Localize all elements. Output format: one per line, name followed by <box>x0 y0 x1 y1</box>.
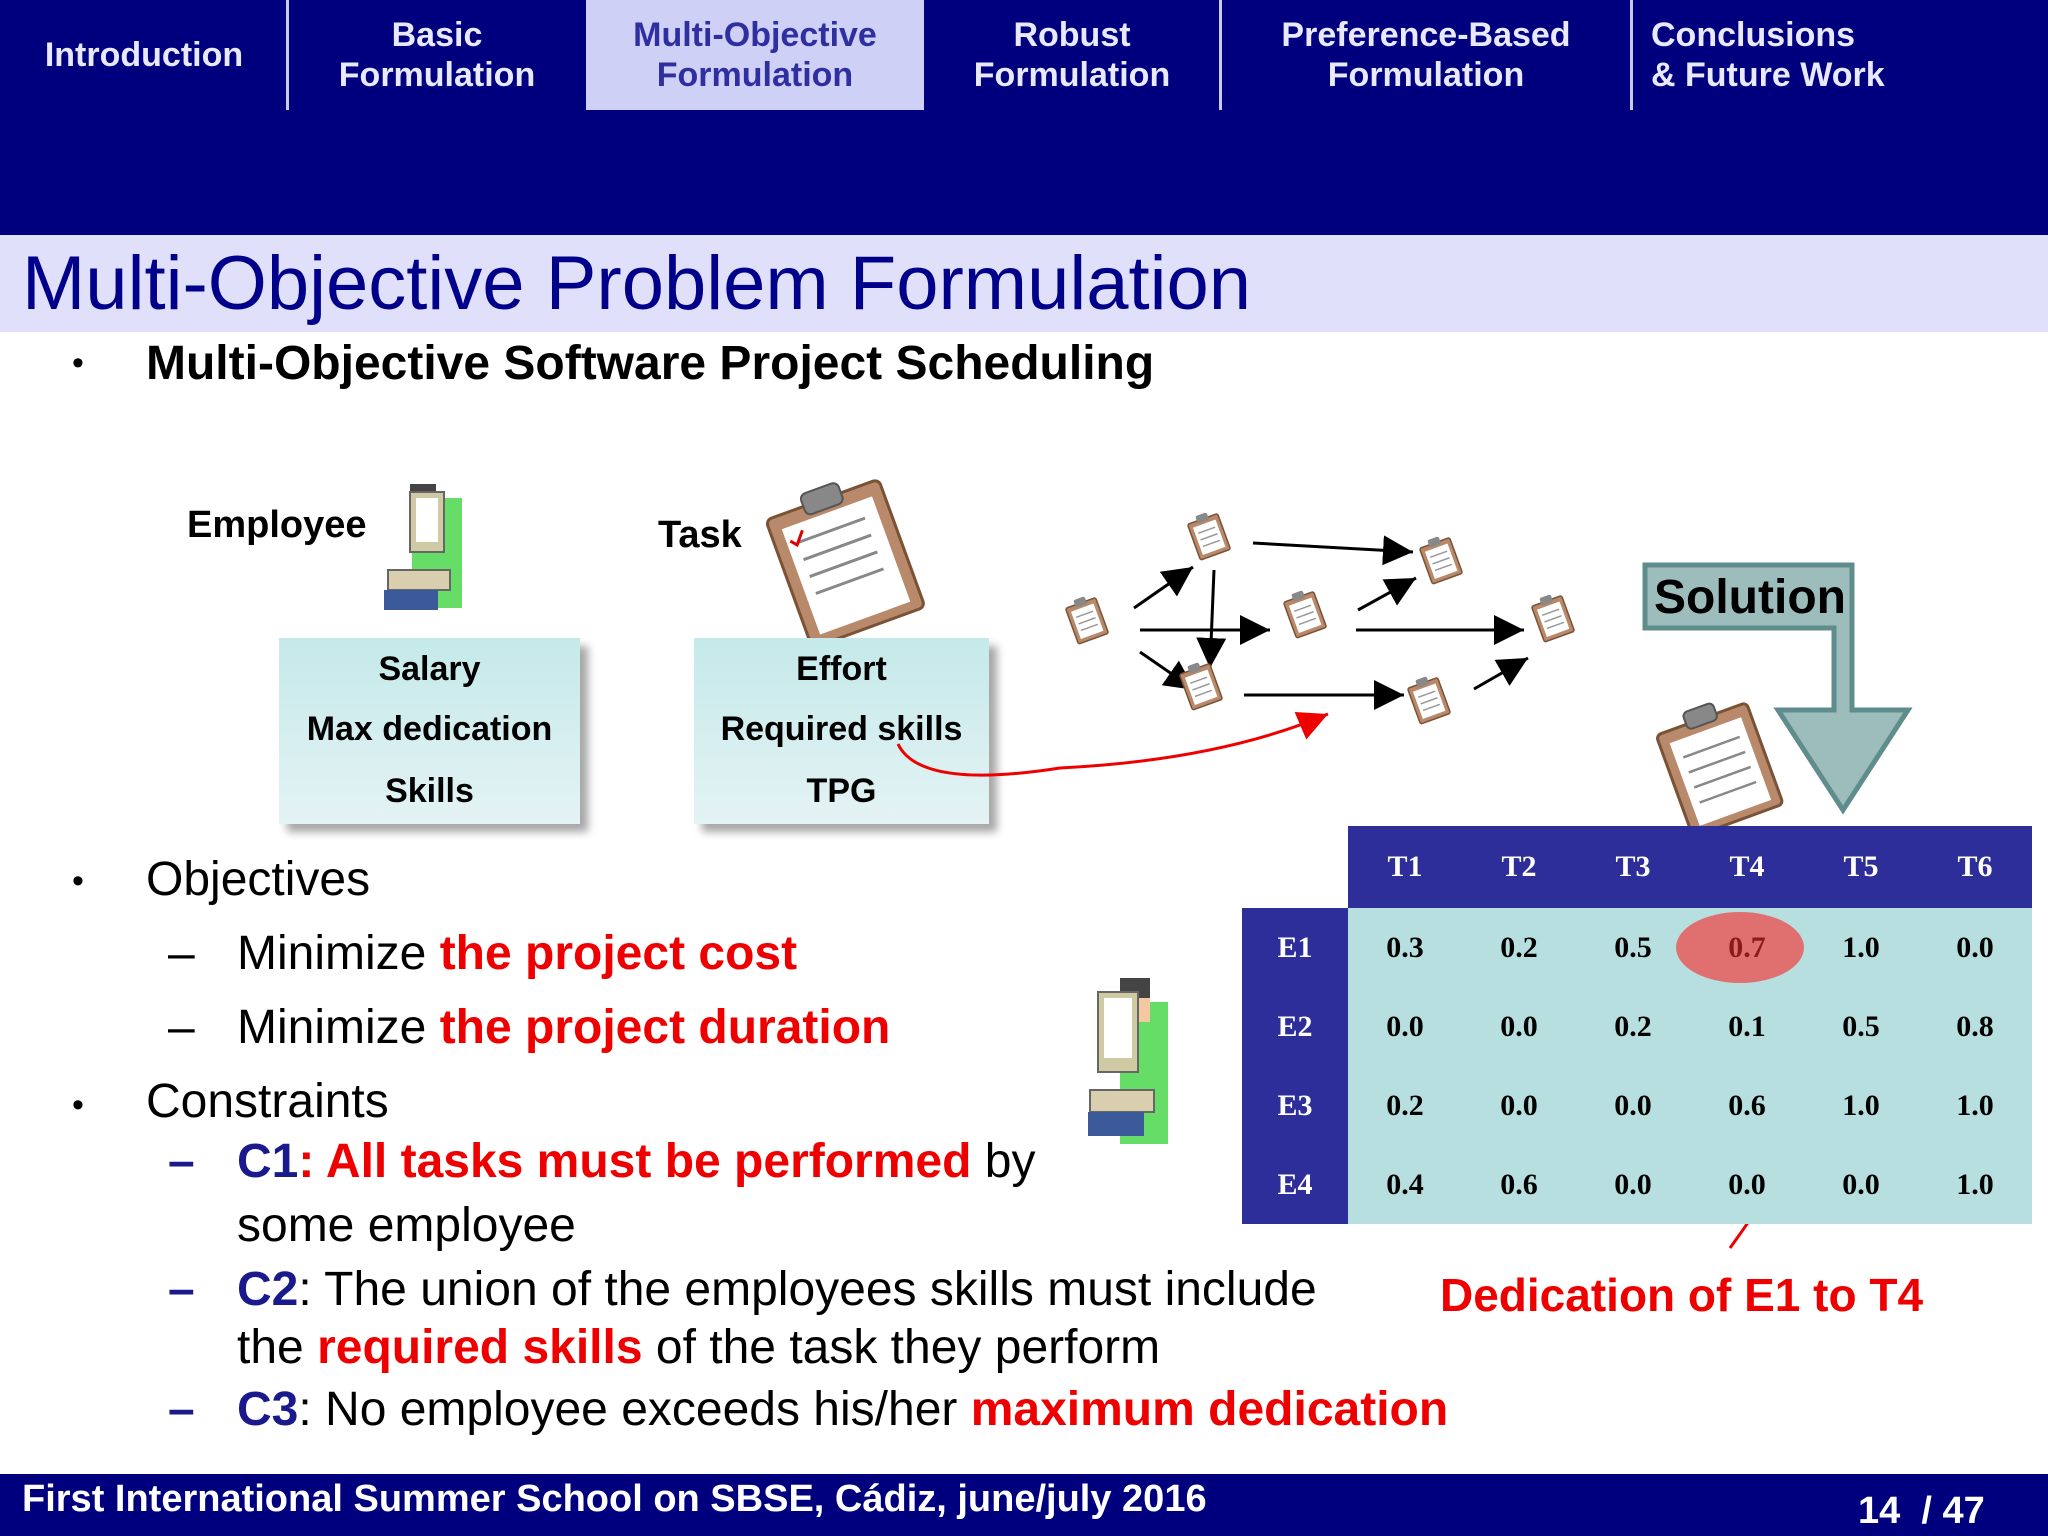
tpg-node-icon <box>1529 590 1576 643</box>
constraint-c1: C1: All tasks must be performed by <box>237 1135 1036 1188</box>
slide-title: Multi-Objective Problem Formulation <box>22 241 1252 326</box>
matrix-cell: 0.8 <box>1956 1009 1994 1043</box>
employee-attr-salary: Salary <box>378 650 481 688</box>
task-label: Task <box>658 514 742 556</box>
matrix-cell: 0.2 <box>1614 1009 1652 1043</box>
matrix-cell: 0.7 <box>1728 930 1766 964</box>
dash: – <box>168 927 195 980</box>
employee-computer-icon <box>384 484 462 610</box>
tab-introduction[interactable]: Introduction <box>44 36 244 74</box>
matrix-cell: 0.5 <box>1614 930 1652 964</box>
tab-robust-formulation[interactable]: Robust Formulation <box>973 16 1171 94</box>
employee-attr-max-dedication: Max dedication <box>306 710 553 748</box>
matrix-column-header: T6 <box>1957 850 1993 883</box>
tpg-node-icon <box>1405 672 1452 725</box>
matrix-cell: 0.0 <box>1500 1009 1538 1043</box>
solution-label: Solution <box>1654 571 1846 624</box>
tab-preference-based-formulation[interactable]: Preference-Based Formulation <box>1281 16 1571 94</box>
bullet-dot: • <box>72 344 84 382</box>
objectives-heading: Objectives <box>146 853 371 906</box>
matrix-header-row <box>1348 826 2032 908</box>
matrix-cell: 0.6 <box>1728 1088 1766 1122</box>
constraint-c2-line2: the required skills of the task they per… <box>237 1321 1161 1374</box>
matrix-cell: 1.0 <box>1956 1167 1994 1201</box>
title-band <box>0 235 2048 332</box>
bullet-dot: • <box>72 862 84 900</box>
page-number: 14 / 47 <box>1858 1490 1985 1532</box>
task-attr-effort: Effort <box>796 650 887 688</box>
matrix-column-header: T3 <box>1615 850 1651 883</box>
tab-separator <box>1630 0 1633 110</box>
matrix-cell: 0.2 <box>1500 930 1538 964</box>
matrix-row-header: E2 <box>1277 1009 1313 1043</box>
task-clipboard-icon <box>765 479 925 638</box>
matrix-cell: 0.0 <box>1728 1167 1766 1201</box>
employee-attr-skills: Skills <box>385 772 474 810</box>
tab-basic-formulation[interactable]: Basic Formulation <box>338 16 536 94</box>
tpg-node-icon <box>1063 592 1110 645</box>
constraints-heading: Constraints <box>146 1075 389 1128</box>
matrix-column-header: T4 <box>1729 850 1765 883</box>
matrix-row-header: E3 <box>1277 1088 1313 1122</box>
matrix-cell: 0.2 <box>1386 1088 1424 1122</box>
tab-multi-objective-formulation[interactable]: Multi-Objective Formulation <box>586 0 924 110</box>
bullet-dot: • <box>72 1086 84 1124</box>
task-attr-required-skills: Required skills <box>720 710 963 748</box>
bullet-main-heading: Multi-Objective Software Project Schedul… <box>146 337 1155 390</box>
matrix-cell: 1.0 <box>1842 930 1880 964</box>
tab-separator <box>1219 0 1222 110</box>
top-navigation-bar <box>0 0 2048 235</box>
matrix-highlight-ellipse <box>1676 912 1804 983</box>
objective-1: Minimize the project cost <box>237 927 798 980</box>
matrix-cell: 0.5 <box>1842 1009 1880 1043</box>
employee-computer-icon-2 <box>1088 978 1168 1144</box>
matrix-cell: 0.0 <box>1386 1009 1424 1043</box>
footer-text: First International Summer School on SBS… <box>22 1478 1207 1520</box>
matrix-row-label-column <box>1242 908 1348 1224</box>
dash: – <box>168 1001 195 1054</box>
constraint-c2: C2: The union of the employees skills mu… <box>237 1263 1317 1316</box>
matrix-cell: 0.0 <box>1500 1088 1538 1122</box>
matrix-row-header: E4 <box>1277 1167 1313 1201</box>
matrix-cell: 1.0 <box>1956 1088 1994 1122</box>
task-attr-tpg: TPG <box>806 772 877 810</box>
matrix-row-header: E1 <box>1277 930 1313 964</box>
footer-bar <box>0 1474 2048 1536</box>
tpg-node-icon <box>1417 532 1464 585</box>
matrix-cell: 1.0 <box>1842 1088 1880 1122</box>
dash: – <box>168 1383 195 1436</box>
task-attributes-box: Effort Required skills TPG <box>694 638 989 824</box>
employee-attributes-box: Salary Max dedication Skills <box>279 638 580 824</box>
tab-conclusions-future-work[interactable]: Conclusions & Future Work <box>1651 16 1885 94</box>
matrix-cell: 0.0 <box>1614 1088 1652 1122</box>
matrix-cell: 0.0 <box>1956 930 1994 964</box>
matrix-cell: 0.6 <box>1500 1167 1538 1201</box>
matrix-cell: 0.0 <box>1614 1167 1652 1201</box>
objective-2: Minimize the project duration <box>237 1001 891 1054</box>
matrix-cell: 0.1 <box>1728 1009 1766 1043</box>
dash: – <box>168 1135 195 1188</box>
matrix-column-header: T1 <box>1387 850 1423 883</box>
constraint-c3: C3: No employee exceeds his/her maximum … <box>237 1383 1449 1436</box>
dedication-annotation: Dedication of E1 to T4 <box>1440 1269 1924 1321</box>
matrix-column-header: T2 <box>1501 850 1537 883</box>
matrix-cell: 0.3 <box>1386 930 1424 964</box>
dash: – <box>168 1263 195 1316</box>
tpg-node-icon <box>1185 508 1232 561</box>
employee-label: Employee <box>187 504 367 546</box>
tpg-node-icon <box>1281 586 1328 639</box>
matrix-cell: 0.4 <box>1386 1167 1424 1201</box>
constraint-c1-line2: some employee <box>237 1199 576 1252</box>
tpg-node-icon <box>1177 658 1224 711</box>
matrix-cell: 0.0 <box>1842 1167 1880 1201</box>
solution-clipboard-icon <box>1656 702 1784 832</box>
matrix-column-header: T5 <box>1843 850 1879 883</box>
tab-separator <box>286 0 289 110</box>
